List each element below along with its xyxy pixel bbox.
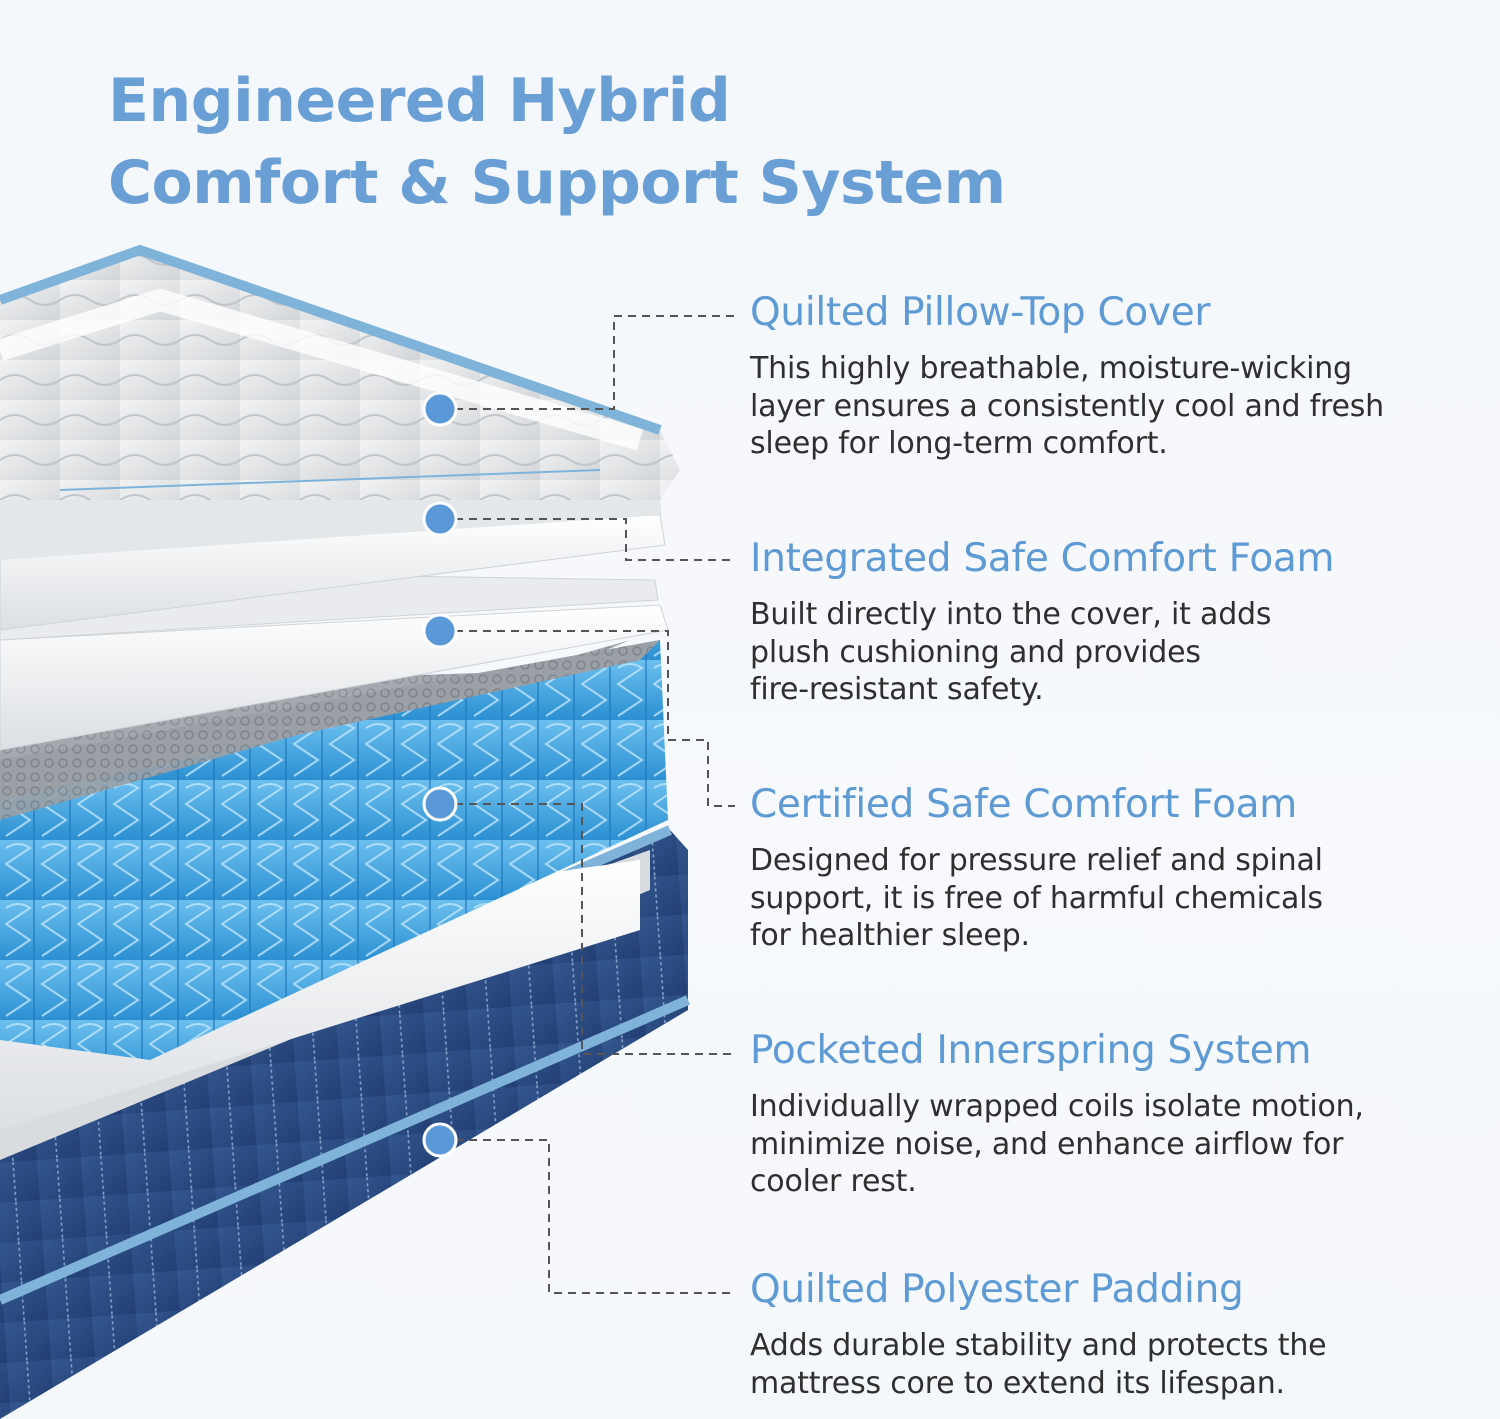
layer-desc-line: Built directly into the cover, it adds <box>750 597 1272 632</box>
layer-description: Adds durable stability and protects the … <box>750 1327 1450 1402</box>
layer-description: Individually wrapped coils isolate motio… <box>750 1088 1450 1201</box>
layer-callout-cover: Quilted Pillow-Top Cover This highly bre… <box>750 290 1450 463</box>
marker-dot-springs <box>422 786 458 822</box>
layer-desc-line: cooler rest. <box>750 1164 917 1199</box>
layer-desc-line: sleep for long-term comfort. <box>750 426 1168 461</box>
layer-callout-certified-foam: Certified Safe Comfort Foam Designed for… <box>750 782 1450 955</box>
layer-markers <box>422 391 458 1158</box>
layer-desc-line: This highly breathable, moisture-wicking <box>750 351 1352 386</box>
pillow-top-layer <box>0 244 680 500</box>
layer-description: Built directly into the cover, it adds p… <box>750 596 1450 709</box>
layer-title: Pocketed Innerspring System <box>750 1028 1312 1073</box>
layer-desc-line: support, it is free of harmful chemicals <box>750 880 1323 916</box>
layer-desc-line: Designed for pressure relief and spinal <box>750 843 1323 878</box>
marker-dot-cover <box>422 391 458 427</box>
layer-title: Quilted Polyester Padding <box>750 1267 1244 1312</box>
marker-dot-integrated-foam <box>422 501 458 537</box>
layer-desc-line: layer ensures a consistently cool and fr… <box>750 388 1384 424</box>
layer-desc-line: plush cushioning and provides <box>750 634 1201 670</box>
leader-lines <box>455 315 735 1294</box>
layer-callout-integrated-foam: Integrated Safe Comfort Foam Built direc… <box>750 536 1450 709</box>
layer-desc-line: Adds durable stability and protects the <box>750 1328 1327 1363</box>
layer-callout-padding: Quilted Polyester Padding Adds durable s… <box>750 1267 1450 1402</box>
layer-callout-springs: Pocketed Innerspring System Individually… <box>750 1028 1450 1201</box>
layer-description: Designed for pressure relief and spinal … <box>750 842 1450 955</box>
innerspring-layer <box>0 640 668 1060</box>
title-line-1: Engineered Hybrid <box>108 66 731 136</box>
layer-desc-line: for healthier sleep. <box>750 918 1030 953</box>
layer-desc-line: minimize noise, and enhance airflow for <box>750 1126 1344 1162</box>
layer-desc-line: Individually wrapped coils isolate motio… <box>750 1089 1364 1124</box>
marker-dot-certified-foam <box>422 613 458 649</box>
layer-desc-line: fire-resistant safety. <box>750 672 1044 707</box>
layer-desc-line: mattress core to extend its lifespan. <box>750 1365 1285 1401</box>
title-line-2: Comfort & Support System <box>108 148 1006 218</box>
layer-title: Certified Safe Comfort Foam <box>750 782 1297 827</box>
layer-title: Quilted Pillow-Top Cover <box>750 290 1211 335</box>
page-title: Engineered Hybrid Comfort & Support Syst… <box>108 60 1006 224</box>
marker-dot-padding <box>422 1122 458 1158</box>
base-padding-layer <box>0 825 690 1419</box>
layer-description: This highly breathable, moisture-wicking… <box>750 350 1450 463</box>
layer-title: Integrated Safe Comfort Foam <box>750 536 1335 581</box>
comfort-foam-layers <box>0 500 669 751</box>
